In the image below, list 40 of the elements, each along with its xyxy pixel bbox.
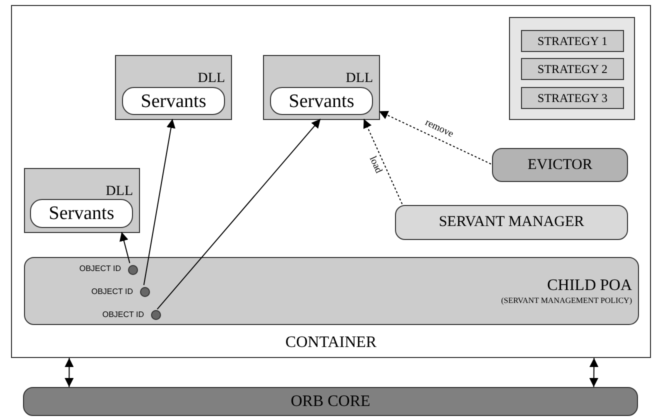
object-id-label: OBJECT ID [79,265,121,273]
dll-box [263,55,380,120]
strategy-box [521,87,624,109]
servants-pill [30,199,133,228]
node-label: CHILD POA [547,278,632,294]
servants-pill [122,87,225,115]
node-label: Servants [140,92,206,110]
strategy-box [521,30,624,52]
node-label: EVICTOR [528,158,592,172]
strategy-box [521,58,624,80]
servants-pill [270,87,373,115]
dll-box [115,55,232,120]
strategy-panel [509,17,635,120]
node-label: SERVANT MANAGER [438,215,584,230]
arrow [120,232,130,264]
node-label: DLL [346,71,373,86]
arrow [143,118,176,286]
arrow [378,110,492,164]
node-label: STRATEGY 3 [538,92,608,104]
node-label: STRATEGY 1 [538,35,608,47]
node-label: DLL [198,71,225,86]
dll-box [24,168,140,233]
object-id-label: OBJECT ID [91,288,133,296]
node-subtitle: (SERVANT MANAGEMENT POLICY) [501,297,632,305]
evictor-box [492,148,628,182]
arrow [363,118,403,204]
orb-core-band [23,387,638,416]
node-label: DLL [106,184,133,199]
node-label: Servants [288,92,354,110]
object-id-label: OBJECT ID [102,311,144,319]
container-box [11,5,651,358]
arrow [156,118,321,310]
arrow [64,358,74,388]
child-poa-band [24,257,639,325]
node-label: Servants [48,204,114,223]
arrow [589,358,598,388]
servant-manager-box [395,205,628,240]
node-label: STRATEGY 2 [538,63,608,75]
node-label: ORB CORE [290,394,370,410]
node-label: CONTAINER [285,335,377,351]
